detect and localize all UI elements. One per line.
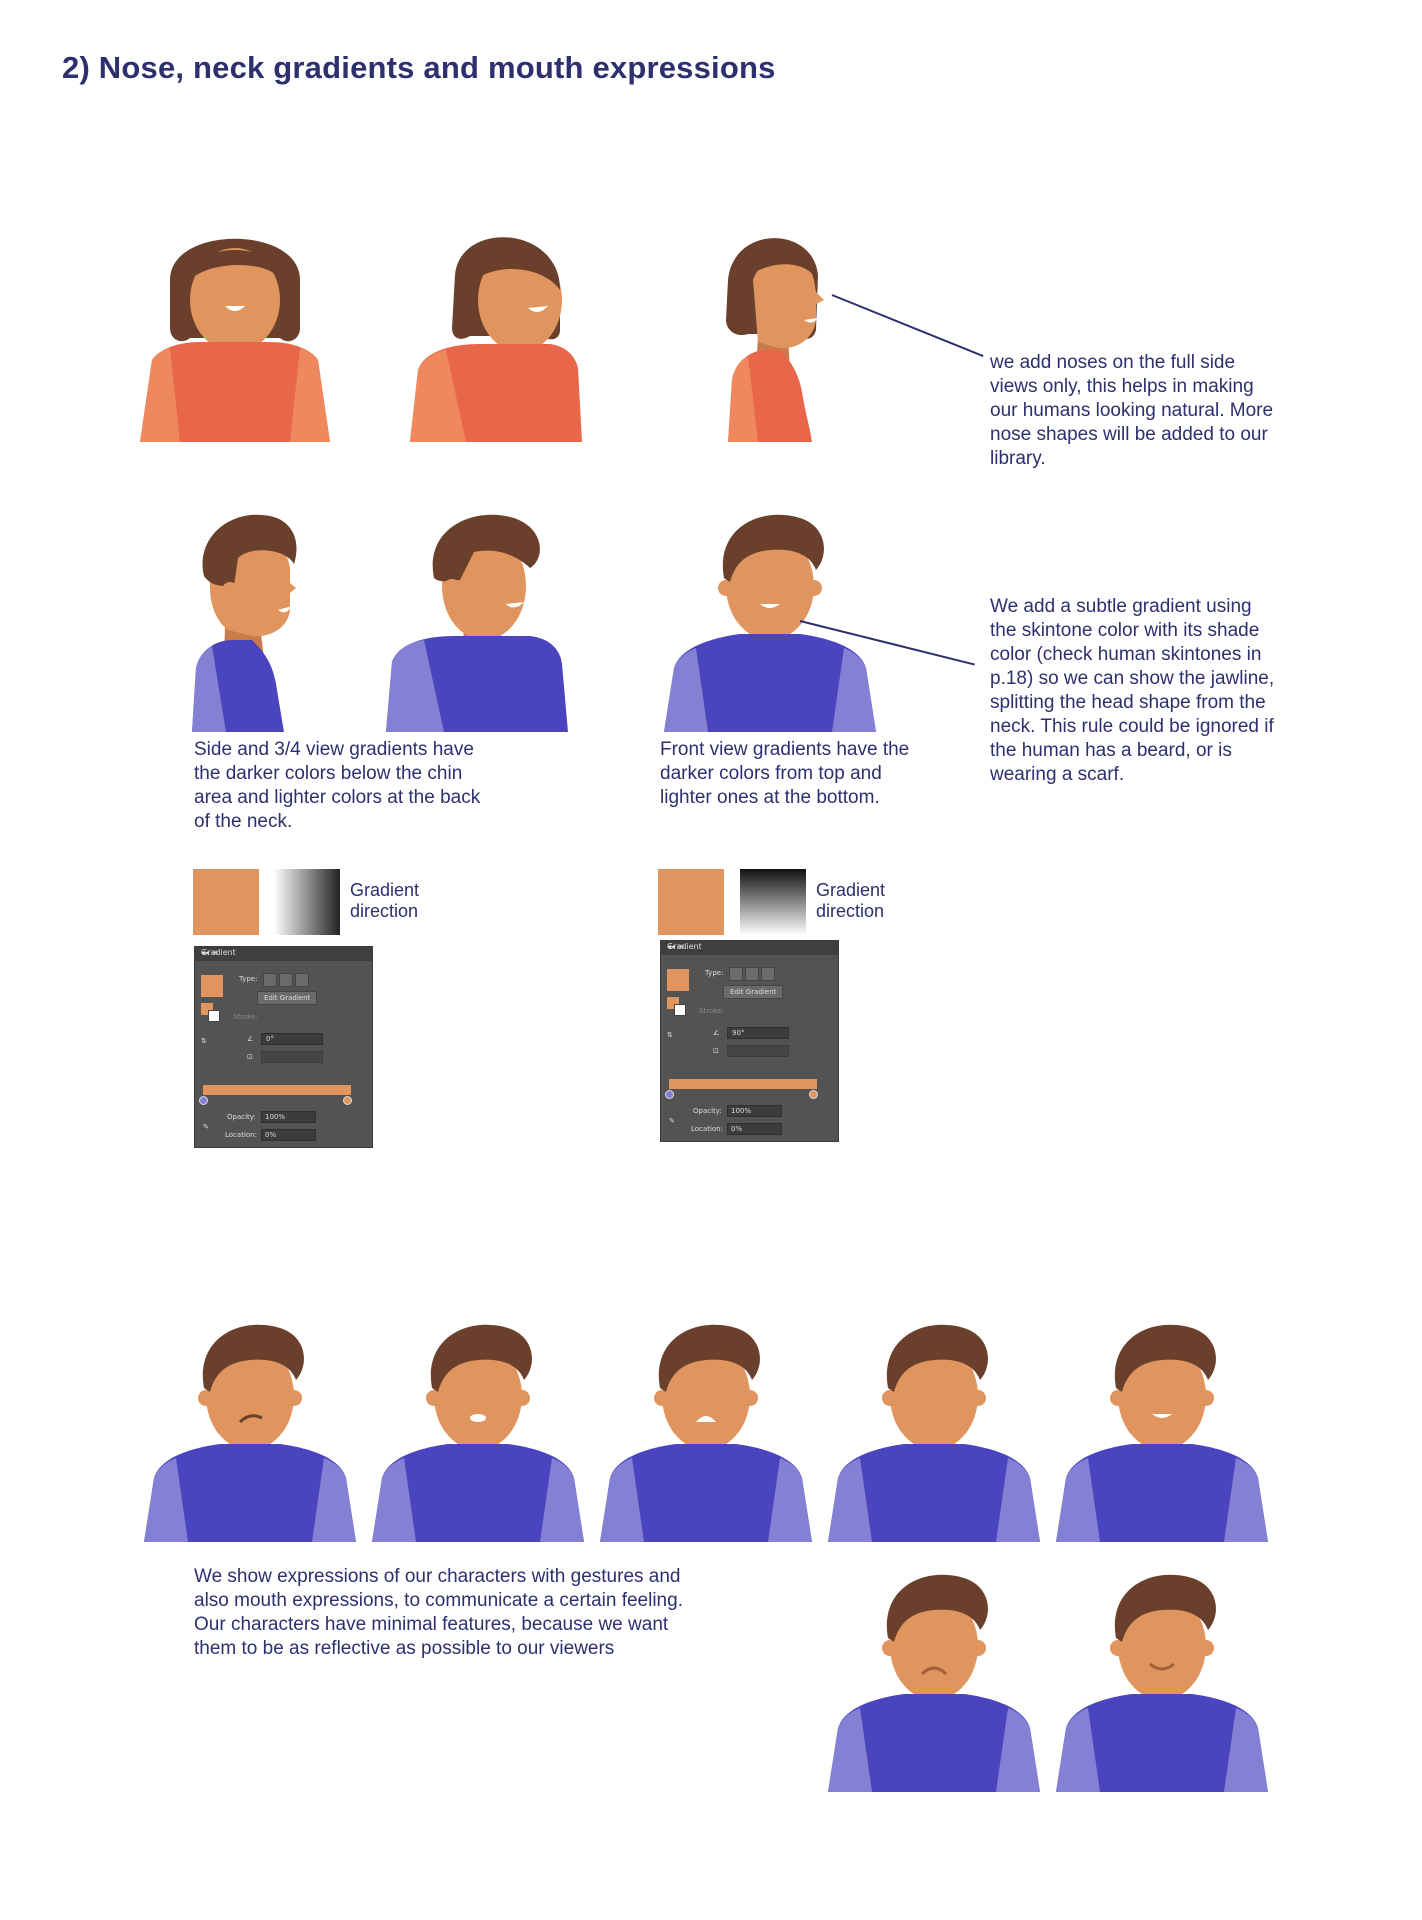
expression-neutral (828, 1324, 1040, 1542)
type-freeform-button[interactable] (295, 973, 309, 987)
angle-field[interactable]: 0° (261, 1033, 323, 1045)
male-three-quarter-figure (386, 514, 568, 732)
gradient-ramp-horizontal (274, 869, 340, 935)
gradient-direction-label-front: Gradient direction (816, 880, 886, 921)
skintone-swatch-side (193, 869, 259, 935)
side-gradient-note: Side and 3/4 view gradients have the dar… (194, 739, 481, 832)
gradient-slider[interactable] (669, 1079, 817, 1089)
type-freeform-button[interactable] (761, 967, 775, 981)
reverse-gradient-icon[interactable]: ⇅ (667, 1031, 673, 1039)
stroke-swatch-icon[interactable] (674, 1004, 686, 1016)
edit-gradient-button[interactable]: Edit Gradient (257, 991, 318, 1005)
gradient-slider[interactable] (203, 1085, 351, 1095)
female-front-figure (140, 238, 330, 442)
gradient-direction-label-side: Gradient direction (350, 880, 420, 921)
opacity-field[interactable]: 100% (261, 1111, 316, 1123)
expression-grimace (600, 1324, 812, 1542)
gradient-stop-right[interactable] (809, 1090, 818, 1099)
stroke-label: Stroke: (233, 1013, 258, 1021)
panel-tab: Gradient◂◂ ≡ (195, 947, 372, 961)
type-linear-button[interactable] (263, 973, 277, 987)
eyedropper-icon[interactable]: ✎ (669, 1117, 675, 1125)
page-title: 2) Nose, neck gradients and mouth expres… (62, 50, 776, 85)
reverse-gradient-icon[interactable]: ⇅ (201, 1037, 207, 1045)
opacity-label: Opacity: (227, 1113, 256, 1121)
gradient-ramp-vertical (740, 869, 806, 935)
type-radial-button[interactable] (279, 973, 293, 987)
nose-note: we add noses on the full side views only… (990, 352, 1274, 469)
expression-smirk (1056, 1574, 1268, 1792)
gradient-panel-side: Gradient◂◂ ≡ Type: Edit Gradient Stroke:… (194, 946, 373, 1148)
gradient-stop-right[interactable] (343, 1096, 352, 1105)
gradient-panel-front: Gradient◂◂ ≡ Type: Edit Gradient Stroke:… (660, 940, 839, 1142)
eyedropper-icon[interactable]: ✎ (203, 1123, 209, 1131)
front-gradient-note: Front view gradients have the darker col… (660, 739, 910, 808)
male-side-figure (192, 514, 297, 732)
opacity-field[interactable]: 100% (727, 1105, 782, 1117)
angle-icon: ∠ (247, 1035, 254, 1043)
expression-open-small (372, 1324, 584, 1542)
aspect-ratio-icon: ⊡ (247, 1053, 253, 1061)
expression-frown-tilted (144, 1324, 356, 1542)
expression-sad (828, 1574, 1040, 1792)
gradient-stop-left[interactable] (199, 1096, 208, 1105)
edit-gradient-button[interactable]: Edit Gradient (723, 985, 784, 999)
gradient-fill-swatch[interactable] (667, 969, 689, 991)
male-front-figure (664, 514, 876, 732)
stroke-label: Stroke: (699, 1007, 724, 1015)
location-label: Location: (225, 1131, 257, 1139)
jawline-note: We add a subtle gradient using the skint… (990, 596, 1275, 785)
stroke-swatch-icon[interactable] (208, 1010, 220, 1022)
angle-field[interactable]: 90° (727, 1027, 789, 1039)
angle-icon: ∠ (713, 1029, 720, 1037)
type-label: Type: (705, 969, 724, 977)
expressions-note: We show expressions of our characters wi… (194, 1566, 683, 1659)
aspect-ratio-field[interactable] (727, 1045, 789, 1057)
panel-tab: Gradient◂◂ ≡ (661, 941, 838, 955)
gradient-fill-swatch[interactable] (201, 975, 223, 997)
type-label: Type: (239, 975, 258, 983)
expression-smile (1056, 1324, 1268, 1542)
location-label: Location: (691, 1125, 723, 1133)
panel-menu-icon[interactable]: ◂◂ ≡ (201, 948, 219, 957)
opacity-label: Opacity: (693, 1107, 722, 1115)
location-field[interactable]: 0% (261, 1129, 316, 1141)
type-linear-button[interactable] (729, 967, 743, 981)
aspect-ratio-icon: ⊡ (713, 1047, 719, 1055)
nose-note-connector (831, 294, 984, 357)
location-field[interactable]: 0% (727, 1123, 782, 1135)
skintone-swatch-front (658, 869, 724, 935)
gradient-stop-left[interactable] (665, 1090, 674, 1099)
panel-menu-icon[interactable]: ◂◂ ≡ (667, 942, 685, 951)
aspect-ratio-field[interactable] (261, 1051, 323, 1063)
female-side-figure (726, 238, 824, 442)
female-three-quarter-figure (410, 237, 582, 442)
type-radial-button[interactable] (745, 967, 759, 981)
